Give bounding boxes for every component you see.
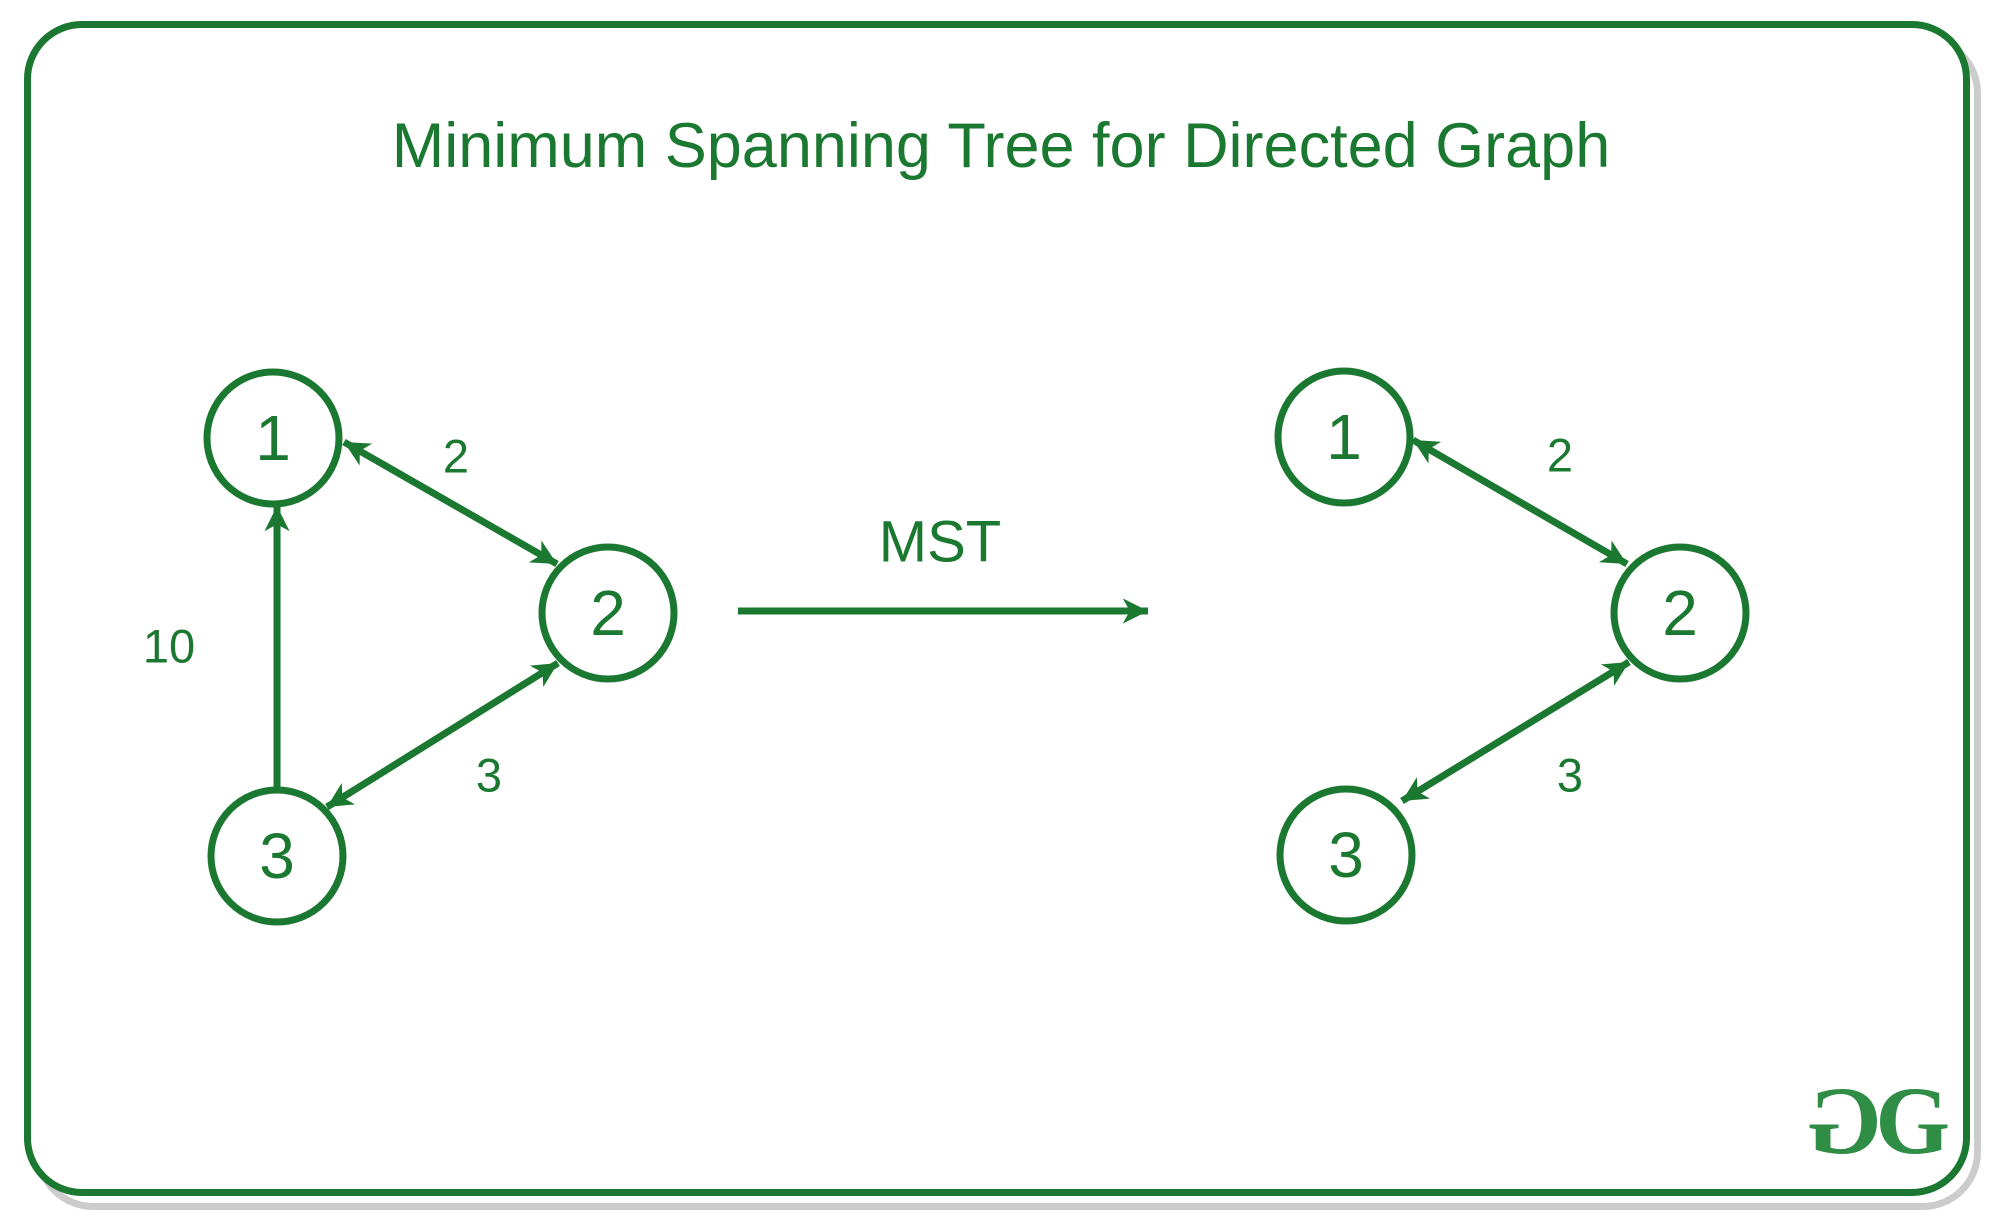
graph-node-label: 3 [259,820,295,892]
nodes-layer [203,367,1750,926]
edge-weight-label: 3 [1557,749,1583,802]
graph-node-label: 2 [1662,577,1698,649]
graph-node-label: 1 [1326,401,1362,473]
labels-layer: 2 10 3 1 2 3 2 3 1 2 3 MST [143,401,1698,892]
graph-node-label: 2 [590,577,626,649]
graph-node-3 [1276,785,1416,925]
graph-node-1 [203,368,343,508]
edge-weight-label: 10 [143,620,195,673]
edge-3-to-2 [325,660,560,810]
edges-layer [264,436,1631,810]
edge-2-to-1 [1411,436,1629,568]
edge-weight-label: 2 [1547,429,1573,482]
edge-3-to-2 [1400,659,1631,804]
graph-node-label: 3 [1328,819,1364,891]
mst-arrow-label: MST [879,510,1001,575]
edge-weight-label: 2 [443,430,469,483]
logo-g-glyph: G [1875,1067,1950,1174]
edge-weight-label: 3 [476,749,502,802]
page-title: Minimum Spanning Tree for Directed Graph [391,111,1611,181]
graph-node-2 [538,543,678,683]
graph-node-label: 1 [255,402,291,474]
graph-node-2 [1610,543,1750,683]
graph-node-1 [1274,367,1414,507]
logo-g-mirrored-glyph: G [1806,1067,1882,1174]
graph-node-3 [207,786,347,926]
geeksforgeeks-logo: G G [1806,1067,1950,1174]
edge-2-to-1 [342,438,559,568]
